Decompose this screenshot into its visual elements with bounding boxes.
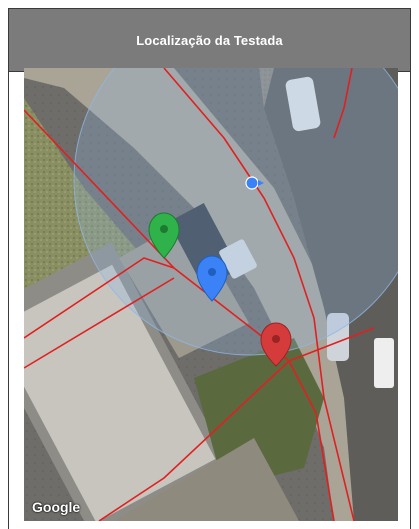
building-roof-edge	[24, 264, 216, 521]
lot-bottom	[114, 438, 299, 521]
blue-map-pin-icon[interactable]	[196, 255, 228, 302]
location-accuracy-circle	[73, 68, 398, 356]
satellite-map[interactable]: Google	[24, 68, 398, 521]
white-truck	[374, 338, 394, 388]
panel-title: Localização da Testada	[136, 32, 283, 48]
trees-bottom	[194, 338, 324, 488]
map-canvas[interactable]	[24, 68, 398, 521]
truck-cab	[219, 239, 257, 279]
sidewalk	[24, 68, 369, 521]
red-map-pin-icon[interactable]	[260, 322, 292, 367]
white-car	[285, 76, 321, 132]
silver-car	[327, 313, 349, 361]
parking-area	[119, 218, 249, 358]
google-attribution-logo: Google	[32, 499, 81, 515]
road-right	[264, 68, 398, 521]
panel-header: Localização da Testada	[9, 9, 410, 72]
green-map-pin-icon[interactable]	[148, 212, 180, 259]
current-location-indicator	[245, 176, 264, 190]
